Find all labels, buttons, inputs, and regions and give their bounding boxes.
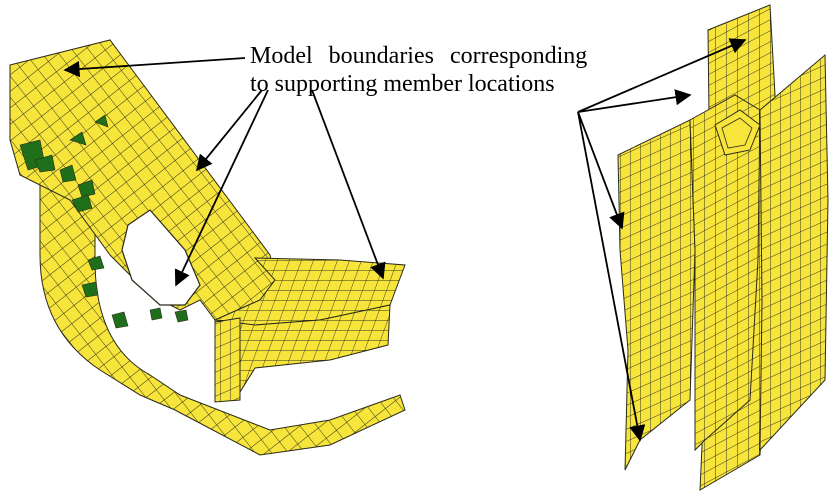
bracket-stiffener: [214, 317, 241, 403]
vertical-channel-mesh-model: [617, 4, 829, 491]
boundary-element: [149, 307, 163, 321]
boundary-element: [94, 114, 109, 128]
channel-top-opening-inner: [721, 117, 753, 149]
boundary-element: [81, 281, 99, 298]
channel-web: [689, 94, 761, 452]
annotation-caption-line-2: to supporting member locations: [250, 71, 555, 97]
boundary-element: [174, 309, 189, 323]
arrow-left-deck: [311, 89, 386, 280]
arrow-left-top: [63, 57, 246, 78]
annotation-caption-line-1: Model boundaries corresponding: [250, 43, 588, 69]
arrow-right-mid: [577, 111, 625, 230]
boundary-element: [77, 179, 96, 198]
boundary-element: [71, 194, 93, 213]
arrow-right-upper: [577, 89, 692, 113]
boundary-element: [111, 311, 129, 329]
channel-right-plate: [759, 53, 829, 452]
boundary-element: [59, 164, 77, 183]
boundary-element: [87, 255, 105, 271]
arrow-left-hole: [174, 89, 269, 287]
arrow-right-top: [577, 38, 747, 113]
boundary-element: [69, 131, 87, 146]
arrow-right-bottom: [577, 111, 646, 442]
channel-left-flange: [617, 119, 696, 471]
arrow-left-web: [195, 89, 263, 172]
boundary-elements-left: [19, 114, 189, 329]
annotation-arrows: [63, 38, 747, 442]
curved-bracket-mesh-model: [9, 39, 406, 456]
boundary-element: [34, 154, 56, 173]
channel-top-opening: [714, 109, 761, 156]
